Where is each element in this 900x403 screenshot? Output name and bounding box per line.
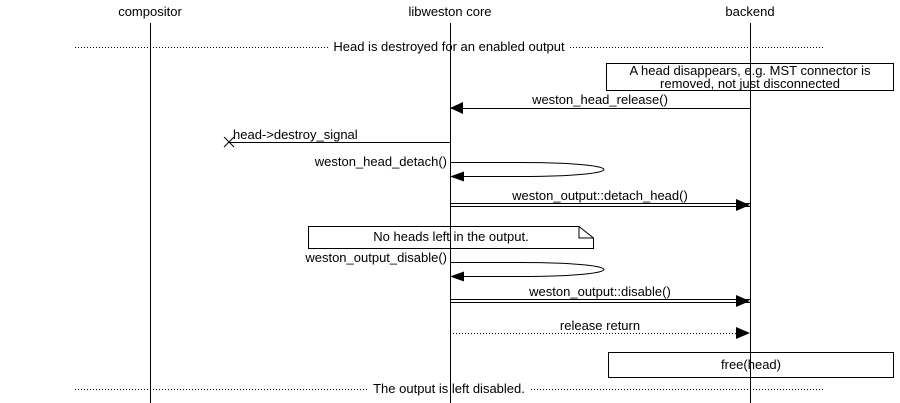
arrow-line — [450, 206, 750, 207]
arrow-line — [450, 299, 750, 300]
arrow-line-dotted — [450, 333, 740, 334]
arrowhead-right-icon — [736, 327, 750, 339]
arrow-line — [450, 108, 750, 109]
arrow-line — [450, 203, 750, 204]
arrow-line — [450, 302, 750, 303]
note-no-heads-text: No heads left in the output. — [373, 229, 529, 244]
message-label-weston-output-disable-method: weston_output::disable() — [529, 284, 671, 299]
message-label-weston-output-detach-head: weston_output::detach_head() — [512, 188, 688, 203]
message-label-release-return: release return — [559, 318, 641, 333]
box-free-head: free(head) — [608, 352, 894, 378]
message-label-weston-head-detach: weston_head_detach() — [314, 154, 447, 169]
self-message-arc — [450, 262, 605, 282]
self-message-arc — [450, 162, 605, 182]
message-label-weston-output-disable-fn: weston_output_disable() — [305, 250, 447, 265]
participant-label-compositor: compositor — [118, 4, 182, 19]
arrowhead-right-icon — [736, 295, 750, 307]
arrowhead-right-icon — [736, 199, 750, 211]
participant-label-libweston-core: libweston core — [408, 4, 492, 19]
arrowhead-left-icon — [450, 102, 463, 114]
lifeline-compositor — [150, 23, 151, 403]
note-no-heads-shape — [308, 226, 594, 249]
divider-label: Head is destroyed for an enabled output — [328, 38, 570, 55]
divider-label: The output is left disabled. — [368, 380, 530, 397]
lost-message-x-icon — [223, 136, 235, 148]
message-label-weston-head-release: weston_head_release() — [532, 92, 668, 107]
lifeline-backend — [750, 23, 751, 403]
message-label-head-destroy-signal: head->destroy_signal — [233, 127, 358, 142]
lifeline-libweston-core — [450, 23, 451, 403]
divider-output-disabled: The output is left disabled. — [75, 380, 823, 397]
divider-head-destroyed: Head is destroyed for an enabled output — [75, 38, 823, 55]
arrow-line — [229, 142, 450, 143]
participant-label-backend: backend — [725, 4, 775, 19]
